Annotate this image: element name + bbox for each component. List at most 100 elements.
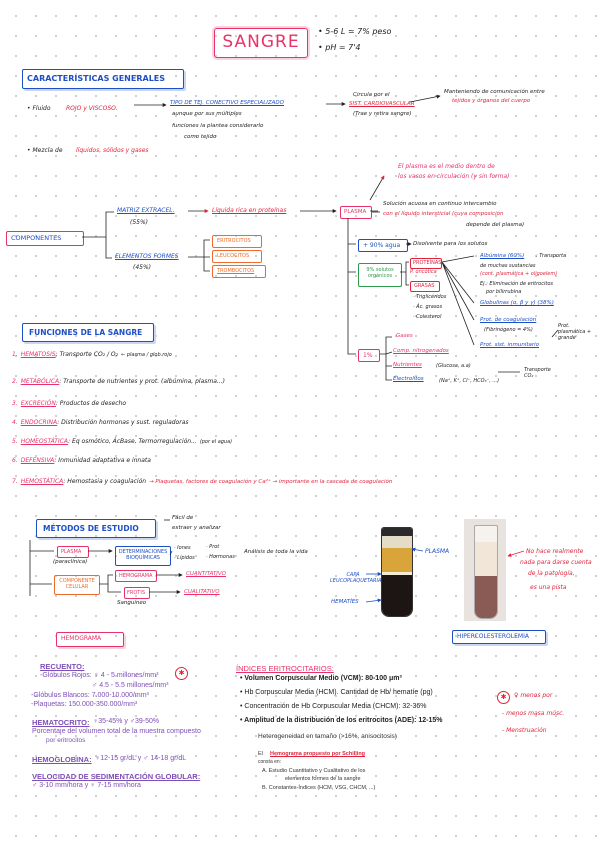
schilling-pre: El (258, 751, 263, 757)
rojos: -Glóbulos Rojos: ♀ 4 - 5 millones/mm³ (40, 672, 159, 679)
indice-item: • Volumen Corpuscular Medio (VCM): 80-10… (240, 675, 402, 682)
plasma-note-1: El plasma es el medio dentro de (398, 163, 495, 170)
funcion-name: DEFENSIVA (20, 457, 55, 464)
leucocitos-label: LEUCOCITOS (217, 253, 250, 259)
indice-item: • Concentración de Hb Corpuscular Media … (240, 703, 426, 710)
agua-box: + 90% agua (358, 239, 408, 252)
determ-label: DETERMINACIONES BIOQUÍMICAS (118, 549, 168, 561)
metodos-note-1: Fácil de (172, 515, 194, 521)
metodos-note-2: extraer y analizar (172, 525, 221, 531)
iones: · Iones (174, 545, 191, 551)
agua-label: + 90% agua (363, 241, 401, 249)
funcion-name: EXCRECIÓN (20, 400, 56, 407)
funcion-num: 3. (12, 400, 18, 407)
analisis: Análisis de toda la vida (244, 549, 308, 555)
albumina: Albúmina (60%) (480, 253, 525, 259)
schilling-a: A. Estudio Cuantitativo y Cualitativo de… (262, 768, 366, 774)
funcion-desc: : Productos de desecho (55, 400, 127, 407)
hormonas: · Hormonas (206, 554, 235, 560)
hematocrito-desc-2: por eritrocitos (46, 737, 86, 744)
hiper-box: HIPERCOLESTEROLEMIA (452, 630, 546, 644)
solutos-box: 9% solutos orgánicos (358, 263, 402, 287)
albumina-desc-2: de muchas sustancias (480, 263, 536, 269)
eritrocitos-label: ERITROCITOS (217, 238, 251, 244)
circula-text-2: SIST. CARDIOVASCULAR (349, 101, 415, 107)
coagulacion: Prot. de coagulación (480, 317, 537, 323)
aunque-text: aunque por sus múltiples (172, 111, 242, 117)
prot: · Prot (206, 544, 220, 550)
fact-ph: • pH = 7'4 (318, 43, 361, 52)
blood-tube-image-2 (464, 519, 506, 621)
star-icon-2: ✱ (497, 691, 510, 704)
fact-volume: • 5-6 L ≃ 7% peso (318, 27, 392, 36)
tipo-tejido: TIPO DE TEJ. CONECTIVO ESPECIALIZADO (170, 100, 284, 106)
indice-text: Concentración de Hb Corpuscular Media (C… (244, 703, 427, 710)
componentes-box: COMPONENTES (6, 231, 84, 246)
plasma-box: PLASMA (340, 206, 372, 219)
proteinas-box: PROTEÍNAS (410, 258, 442, 269)
title-box: SANGRE (214, 28, 308, 58)
elementos-pct: (45%) (133, 264, 152, 271)
schilling-a2: elementos formes de la sangre (285, 776, 361, 782)
hetero: Heterogeneidad en tamaño (>16%, anisocit… (258, 733, 397, 740)
img-note-1: No hace realmente (526, 548, 584, 555)
vsg-value: ♂ 3-10 mm/hora y ♀ 7-15 mm/hora (32, 782, 141, 789)
caracteristicas-title: CARACTERÍSTICAS GENERALES (27, 74, 166, 83)
cuantitativo: CUANTITATIVO (186, 571, 227, 577)
solucion-text-1: Solución acuosa en continuo intercambio (383, 201, 497, 207)
hiper-label: HIPERCOLESTEROLEMIA (457, 633, 529, 640)
albumina-desc-4: Ej.: Eliminación de eritrocitos (480, 281, 553, 287)
side-note-1: ♀ menos por (514, 692, 553, 699)
page-title: SANGRE (222, 32, 300, 52)
sanguineo: Sanguíneo (117, 600, 147, 606)
funcion-item: 3.EXCRECIÓN: Productos de desecho (12, 400, 129, 407)
hematies-img-label: HEMATÍES (331, 599, 359, 605)
leucocitos-box: LEUCOCITOS (212, 250, 262, 263)
star-icon: ✱ (175, 667, 188, 680)
electrolitos-desc: (Na⁺, K⁺, Cl⁻, HCO₃⁻, ...) (439, 378, 500, 384)
albumina-desc-5: por bilirrubina (486, 289, 522, 295)
funcion-desc: : Distribución hormonas y sust. regulado… (57, 419, 189, 426)
trombocitos-label: TROMBOCITOS (217, 268, 255, 274)
funciones-text: funciones la plantea considerarlo (172, 123, 264, 129)
electrolitos: Electrolitos (393, 376, 424, 382)
disolvente-text: Disolvente para los solutos (413, 241, 488, 247)
transporte-co2: Transporte CO₂ (524, 367, 551, 379)
img-note-4: es una pista (530, 584, 567, 591)
trigliceridos: · Triglicéridos (413, 294, 447, 300)
funciones-title-box: FUNCIONES DE LA SANGRE (22, 323, 154, 342)
metodos-title-box: MÉTODOS DE ESTUDIO (36, 519, 156, 538)
indice-item: • Hb Corpuscular Media (HCM). Cantidad d… (240, 689, 433, 696)
determ-box: DETERMINACIONES BIOQUÍMICAS (115, 546, 171, 566)
funcion-item: 1.HEMATOSIS: Transporte CO₂ / O₂← plasma… (12, 351, 172, 358)
uno-pct-label: 1% (363, 351, 373, 359)
funcion-name: HOMEOSTÁTICA (20, 438, 69, 445)
uno-pct-box: 1% (358, 349, 380, 362)
funcion-num: 1. (12, 351, 18, 358)
solucion-text-3: depende del plasma) (466, 222, 525, 228)
funcion-num: 2. (12, 378, 18, 385)
funcion-desc: : Eq osmótico, ÁcBase, Termorregulación.… (68, 438, 197, 445)
liquida-label: Líquida rica en proteínas (212, 207, 287, 214)
funcion-num: 4. (12, 419, 18, 426)
plaquetas: -Plaquetas: 150.000-350.000/mm³ (31, 701, 138, 708)
globulinas: Globulinas (α, β y γ) (38%) (480, 300, 554, 306)
schilling-post: consta en: (258, 759, 282, 765)
hemograma-method-label: HEMOGRAMA (119, 572, 153, 579)
funcion-desc: : Inmunidad adaptativa e innata (54, 457, 151, 464)
rojos-2: ♂ 4.5 - 5.5 millones/mm³ (92, 682, 169, 689)
matriz-label: MATRIZ EXTRACEL. (117, 207, 175, 214)
comp-celular-box: COMPONENTE CELULAR (54, 575, 100, 595)
circula-text-1: Circula por el (353, 92, 390, 98)
componentes-label: COMPONENTES (11, 234, 62, 242)
como-text: como tejido (184, 134, 217, 140)
fluido-desc: ROJO y VISCOSO. (66, 105, 118, 112)
p-oncotica: P. oncótica (410, 269, 437, 275)
comp-nitro: Comp. nitrogenados (393, 348, 449, 354)
lipidos: · Lípidos (174, 555, 195, 561)
circula-text-3: (Trae y retira sangre) (353, 111, 412, 117)
hemoglobina-label: HEMOGLOBINA: (32, 755, 92, 764)
funcion-name: METABÓLICA (20, 378, 60, 385)
vsg-label: VELOCIDAD DE SEDIMENTACIÓN GLOBULAR: (32, 772, 201, 781)
colesterol: · Colesterol (413, 314, 442, 320)
